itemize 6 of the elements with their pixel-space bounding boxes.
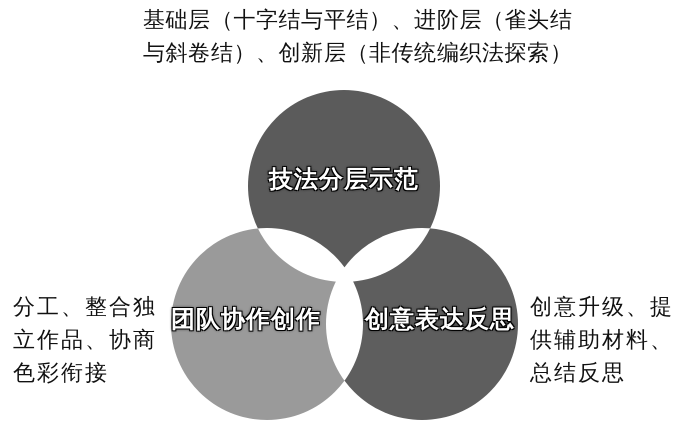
- circle-label: 技法分层示范: [269, 166, 419, 194]
- annotation-text: 基础层（十字结与平结）、进阶层（雀头结与斜卷结）、创新层（非传统编织法探索）: [143, 6, 574, 67]
- circle-label: 创意表达反思: [365, 306, 515, 334]
- circle-label: 团队协作创作: [171, 306, 321, 334]
- annotation-text: 分工、整合独立作品、协商色彩衔接: [13, 293, 158, 387]
- annotation-text: 创意升级、提供辅助材料、总结反思: [530, 293, 675, 387]
